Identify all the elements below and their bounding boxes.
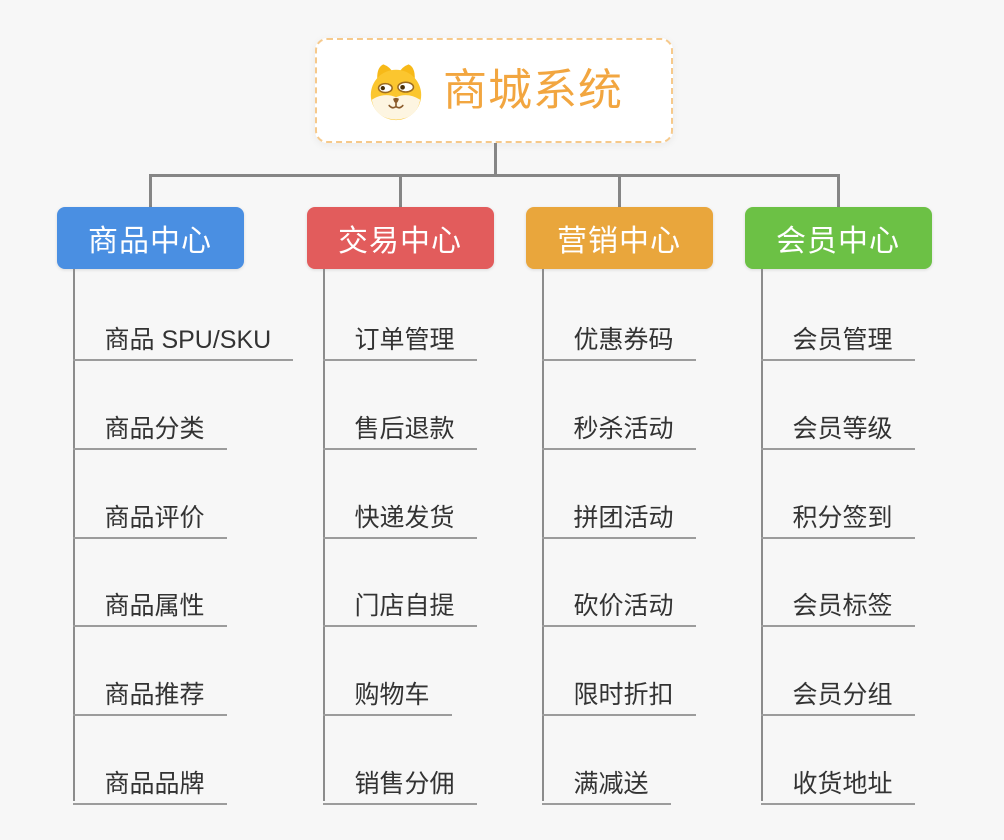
connector-stem-trade-center	[398, 174, 402, 207]
leaf-node-marketing-center-0[interactable]: 优惠券码	[541, 315, 696, 361]
leaf-node-marketing-center-1[interactable]: 秒杀活动	[541, 404, 696, 450]
leaf-node-member-center-5[interactable]: 收货地址	[760, 759, 915, 805]
connector-stem-member-center	[836, 174, 840, 207]
leaf-node-product-center-4[interactable]: 商品推荐	[72, 670, 227, 717]
branch-node-marketing-center[interactable]: 营销中心	[525, 207, 713, 269]
branch-label: 商品中心	[88, 225, 212, 258]
leaf-node-marketing-center-5[interactable]: 满减送	[541, 759, 671, 805]
leaf-node-trade-center-1[interactable]: 售后退款	[322, 404, 477, 450]
branch-label: 营销中心	[557, 225, 681, 258]
leaf-node-marketing-center-2[interactable]: 拼团活动	[541, 493, 696, 539]
branch-node-product-center[interactable]: 商品中心	[56, 207, 244, 269]
leaf-node-member-center-4[interactable]: 会员分组	[760, 670, 915, 717]
leaf-node-trade-center-5[interactable]: 销售分佣	[322, 759, 477, 805]
leaf-node-member-center-2[interactable]: 积分签到	[760, 493, 915, 539]
leaf-node-trade-center-2[interactable]: 快递发货	[322, 493, 477, 539]
leaf-node-trade-center-3[interactable]: 门店自提	[322, 581, 477, 628]
leaf-node-product-center-3[interactable]: 商品属性	[72, 581, 227, 628]
leaf-node-product-center-1[interactable]: 商品分类	[72, 404, 227, 450]
connector-horizontal	[148, 174, 840, 177]
leaf-node-marketing-center-3[interactable]: 砍价活动	[541, 581, 696, 628]
connector-trunk-product-center	[72, 269, 75, 801]
leaf-node-product-center-2[interactable]: 商品评价	[72, 493, 227, 539]
connector-trunk-trade-center	[322, 269, 325, 801]
branch-node-trade-center[interactable]: 交易中心	[306, 207, 494, 269]
connector-root-stem	[493, 143, 497, 177]
leaf-node-member-center-1[interactable]: 会员等级	[760, 404, 915, 450]
doge-icon	[365, 60, 427, 122]
branch-label: 交易中心	[338, 225, 462, 258]
branch-node-member-center[interactable]: 会员中心	[744, 207, 932, 269]
leaf-node-product-center-5[interactable]: 商品品牌	[72, 759, 227, 805]
connector-stem-product-center	[148, 174, 152, 207]
connector-stem-marketing-center	[617, 174, 621, 207]
leaf-node-member-center-3[interactable]: 会员标签	[760, 581, 915, 628]
connector-trunk-marketing-center	[541, 269, 544, 801]
branch-label: 会员中心	[776, 225, 900, 258]
root-title: 商城系统	[443, 65, 623, 115]
connector-trunk-member-center	[760, 269, 763, 801]
leaf-node-trade-center-4[interactable]: 购物车	[322, 670, 452, 717]
root-node[interactable]: 商城系统	[315, 38, 673, 143]
leaf-node-marketing-center-4[interactable]: 限时折扣	[541, 670, 696, 717]
leaf-node-product-center-0[interactable]: 商品 SPU/SKU	[72, 315, 294, 361]
leaf-node-member-center-0[interactable]: 会员管理	[760, 315, 915, 361]
leaf-node-trade-center-0[interactable]: 订单管理	[322, 315, 477, 361]
